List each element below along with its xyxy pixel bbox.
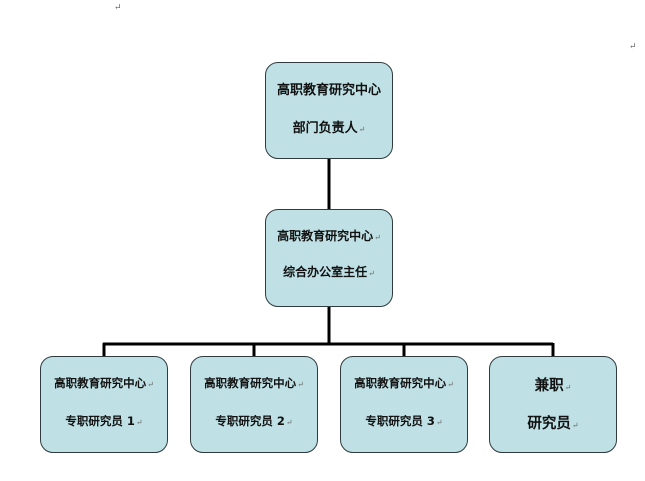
org-node-researcher-3: 高职教育研究中心↵ 专职研究员 3↵: [340, 356, 468, 453]
node-role: 部门负责人↵: [292, 121, 366, 136]
node-title: 高职教育研究中心↵: [354, 376, 454, 390]
paragraph-mark: ↵: [358, 125, 366, 134]
node-title: 高职教育研究中心: [276, 83, 381, 98]
org-node-department-head: 高职教育研究中心 部门负责人↵: [265, 62, 393, 159]
paragraph-mark: ↵: [285, 418, 293, 427]
paragraph-mark: ↵: [629, 42, 637, 52]
paragraph-mark: ↵: [447, 380, 454, 389]
node-role: 专职研究员 3↵: [365, 414, 443, 428]
org-node-researcher-1: 高职教育研究中心↵ 专职研究员 1↵: [40, 356, 168, 453]
node-role: 专职研究员 2↵: [215, 414, 293, 428]
node-title: 高职教育研究中心↵: [277, 229, 381, 243]
node-title: 高职教育研究中心↵: [204, 376, 304, 390]
paragraph-mark: ↵: [135, 418, 143, 427]
paragraph-mark: ↵: [147, 380, 154, 389]
node-title: 兼职↵: [534, 378, 572, 394]
paragraph-mark: ↵: [297, 380, 304, 389]
paragraph-mark: ↵: [374, 233, 381, 242]
node-role: 综合办公室主任↵: [283, 265, 375, 279]
paragraph-mark: ↵: [114, 3, 122, 13]
org-node-researcher-2: 高职教育研究中心↵ 专职研究员 2↵: [190, 356, 318, 453]
paragraph-mark: ↵: [368, 269, 375, 278]
paragraph-mark: ↵: [564, 383, 572, 392]
node-role: 研究员↵: [527, 416, 579, 432]
node-role: 专职研究员 1↵: [65, 414, 143, 428]
org-node-office-director: 高职教育研究中心↵ 综合办公室主任↵: [265, 209, 393, 307]
org-node-part-time-researcher: 兼职↵ 研究员↵: [489, 356, 617, 453]
node-title: 高职教育研究中心↵: [54, 376, 154, 390]
paragraph-mark: ↵: [571, 421, 579, 430]
paragraph-mark: ↵: [435, 418, 443, 427]
